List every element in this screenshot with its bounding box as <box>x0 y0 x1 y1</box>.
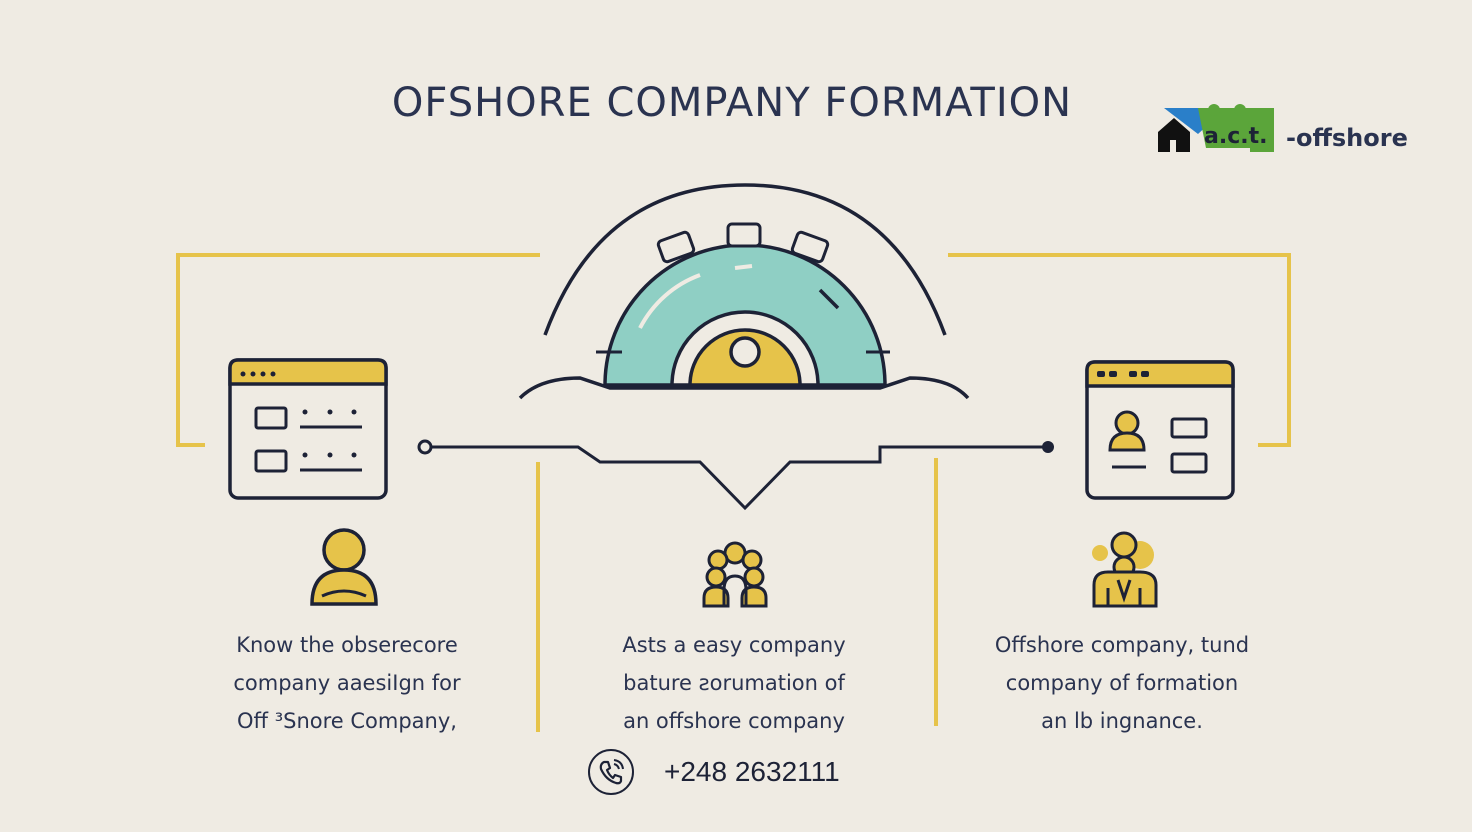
gear-icon <box>596 222 890 387</box>
person-icon <box>310 528 378 606</box>
team-icon <box>1092 531 1158 608</box>
left-bracket <box>176 253 540 447</box>
caption-line: an offshore company <box>623 709 845 733</box>
phone-icon[interactable] <box>588 749 634 795</box>
caption-line: Off ³Snore Company, <box>237 709 457 733</box>
caption-right: Offshore company, tund company of format… <box>957 626 1287 740</box>
caption-line: an lb ingnance. <box>1041 709 1203 733</box>
caption-line: bature ƨorumation of <box>623 671 845 695</box>
caption-line: company of formation <box>1005 671 1239 695</box>
caption-line: company aaesiIgn for <box>233 671 461 695</box>
house-icon <box>1158 118 1190 152</box>
group-icon <box>702 541 768 608</box>
connector-node-right <box>1042 441 1054 453</box>
connector-line <box>425 445 1048 511</box>
outer-arc <box>543 183 947 336</box>
connector-node-left <box>417 439 433 455</box>
caption-line: Asts a easy company <box>622 633 846 657</box>
profile-card-icon <box>1085 360 1235 500</box>
page-title: OFSHORE COMPANY FORMATION <box>391 80 1073 126</box>
phone-number[interactable]: +248 2632111 <box>664 756 840 787</box>
caption-line: Know the obserecore <box>236 633 458 657</box>
base-line <box>518 376 970 400</box>
browser-window-icon <box>228 358 388 500</box>
logo-name-text: -offshore <box>1286 124 1408 152</box>
caption-center: Asts a easy company bature ƨorumation of… <box>569 626 899 740</box>
logo-act-text: a.c.t. <box>1204 124 1268 149</box>
right-bracket <box>948 253 1291 447</box>
logo-graphic <box>1158 104 1274 152</box>
caption-line: Offshore company, tund <box>994 633 1250 657</box>
caption-left: Know the obserecore company aaesiIgn for… <box>182 626 512 740</box>
